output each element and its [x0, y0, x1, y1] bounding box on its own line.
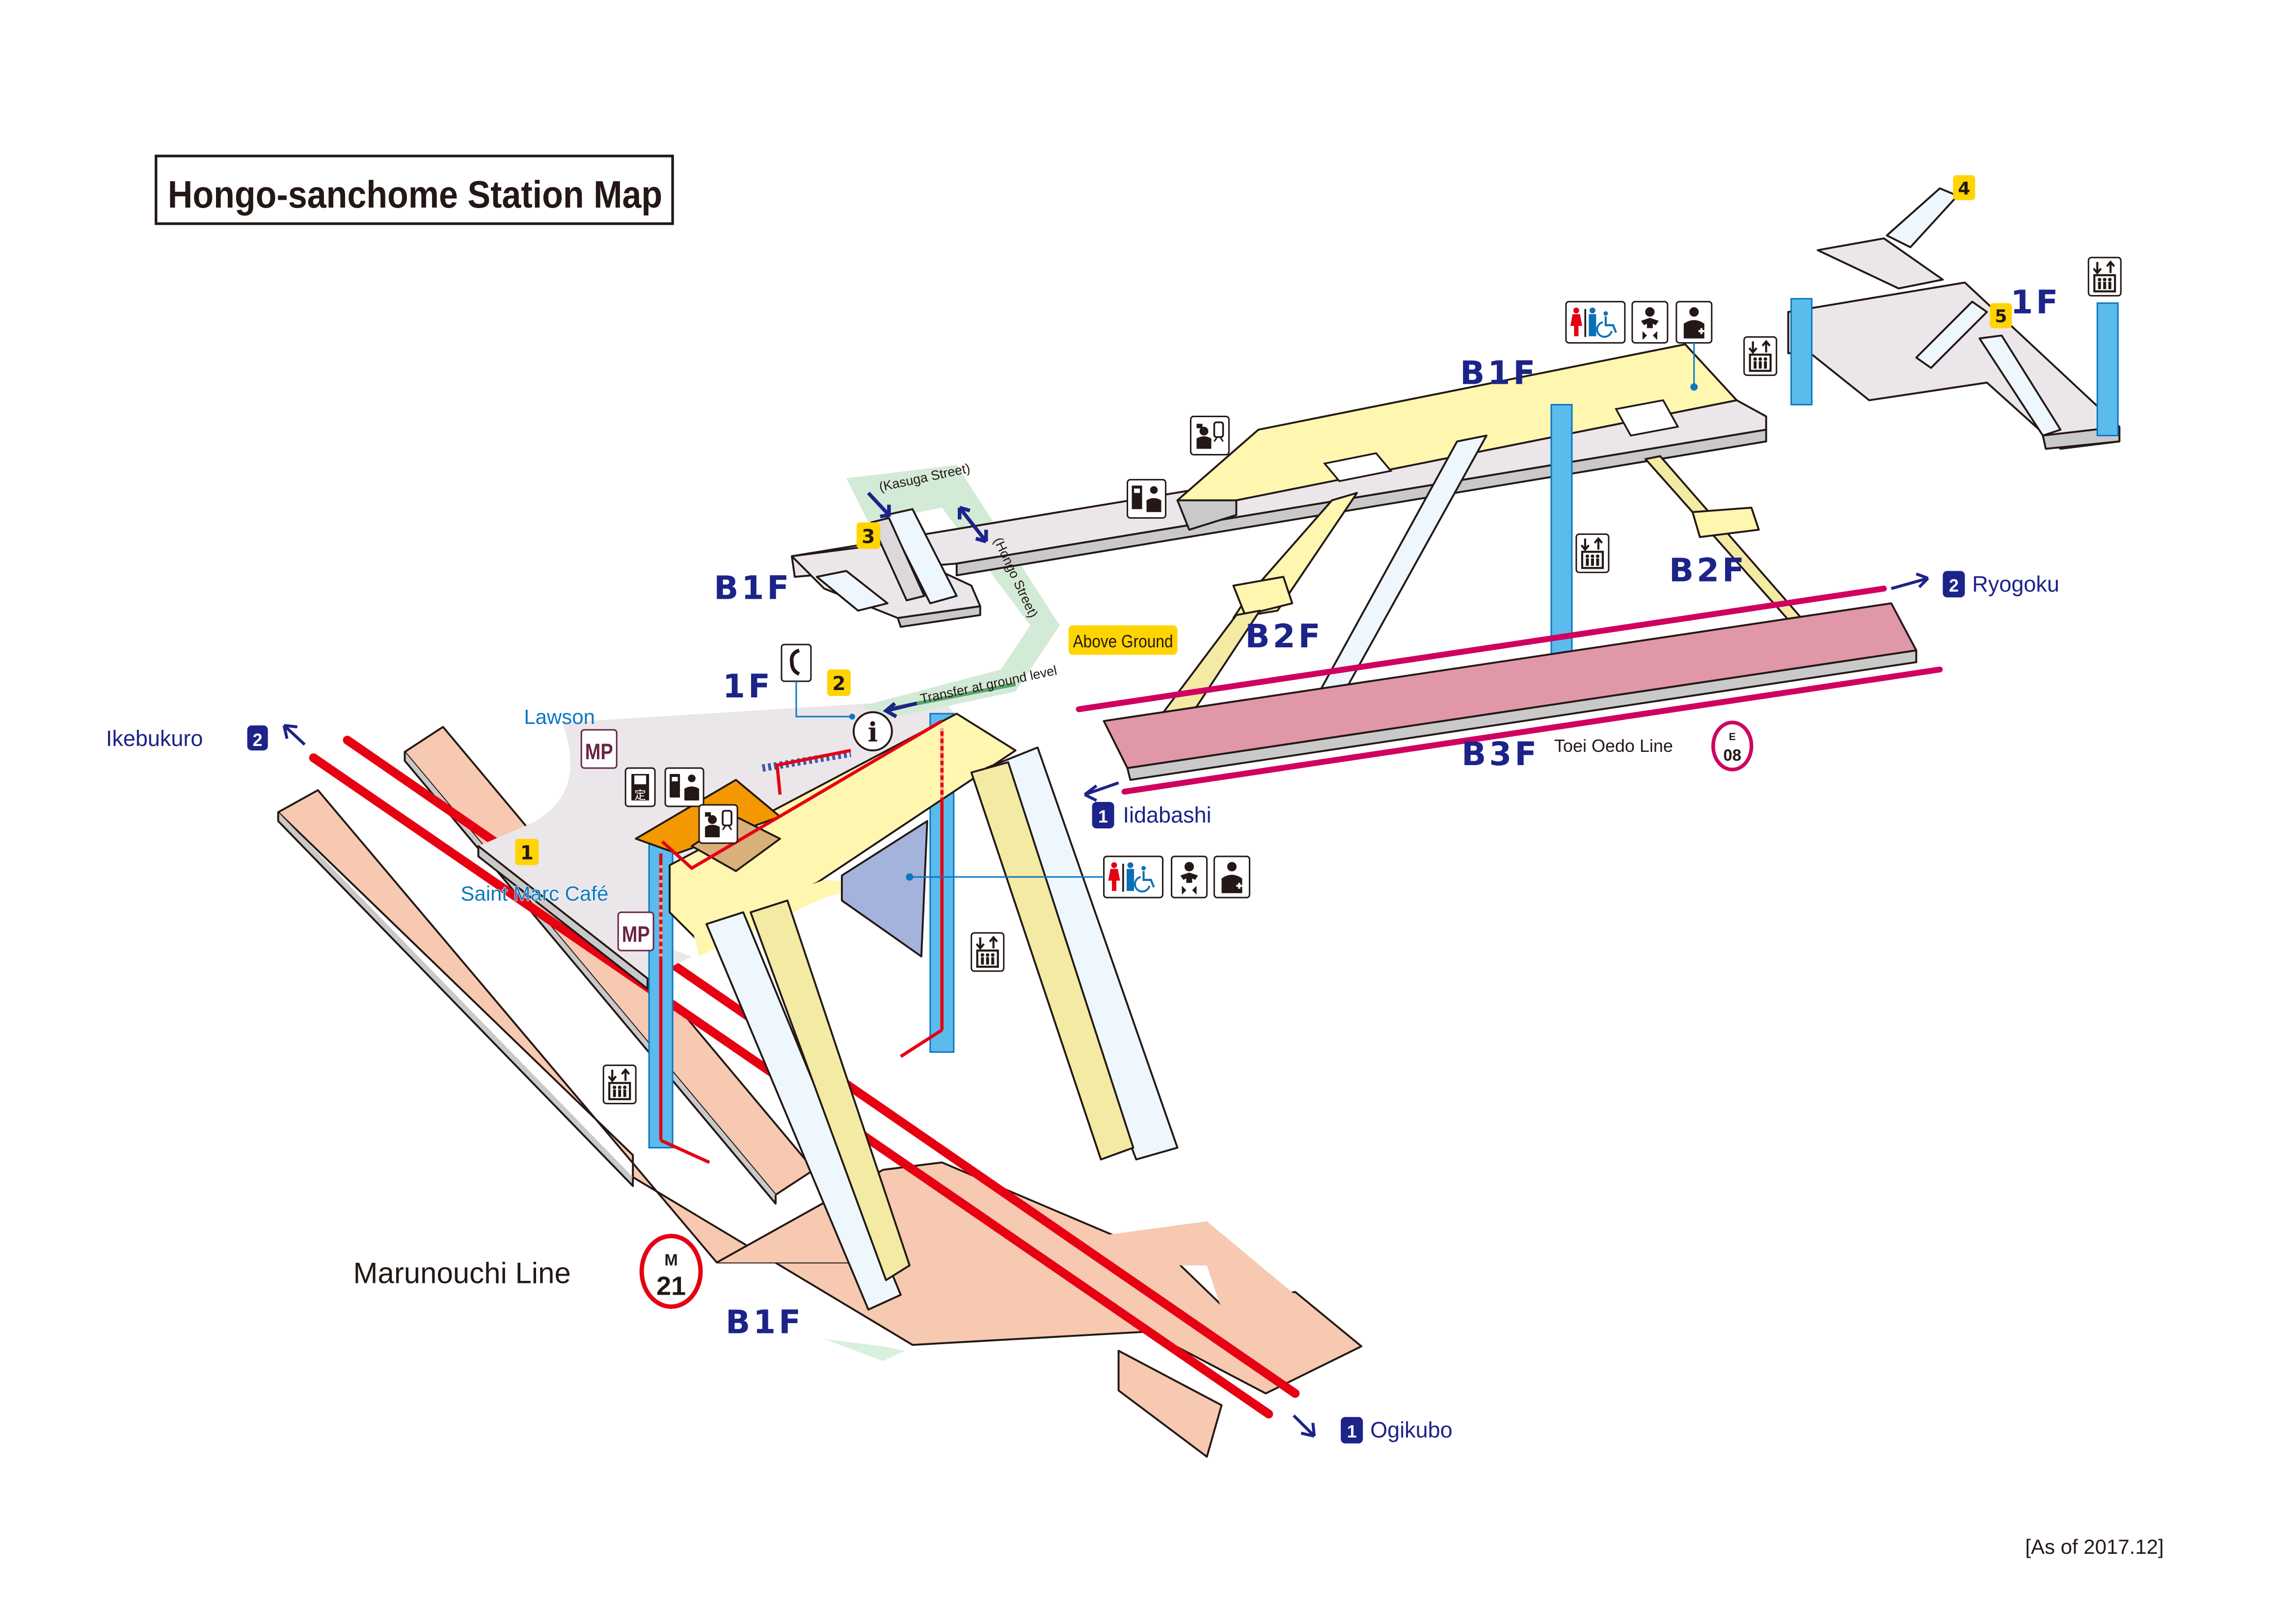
floor-label-b3f: B3F [1461, 735, 1540, 773]
page-title: Hongo-sanchome Station Map [168, 173, 662, 216]
baby-changing-icon-lower [1170, 855, 1208, 899]
direction-ikebukuro[interactable]: Ikebukuro 2 [106, 724, 306, 751]
fare-adjustment-icon-upper [1127, 479, 1166, 519]
exit-badge-2[interactable]: 2 [827, 669, 851, 696]
above-ground-badge: Above Ground [1068, 625, 1178, 655]
svg-text:08: 08 [1723, 746, 1741, 764]
above-ground-path [846, 465, 1060, 718]
svg-text:Iidabashi: Iidabashi [1123, 802, 1212, 827]
svg-text:定: 定 [634, 788, 646, 802]
shop-lawson-mp-badge: MP [580, 729, 618, 769]
first-aid-room-icon [1676, 302, 1712, 343]
oedo-concourse [1176, 343, 1738, 531]
shop-saint-marc-label[interactable]: Saint Marc Café [460, 881, 609, 905]
floor-label-b1f-top: B1F [1460, 354, 1538, 392]
svg-text:1: 1 [1347, 1421, 1357, 1441]
svg-text:Ryogoku: Ryogoku [1972, 571, 2059, 596]
exit-badge-1[interactable]: 1 [515, 838, 539, 865]
oedo-platform [1076, 585, 1943, 795]
station-office-icon-upper [1189, 415, 1230, 456]
arrow-up-left-icon [282, 724, 306, 746]
svg-text:1: 1 [1098, 806, 1108, 826]
svg-text:Toei Oedo Line: Toei Oedo Line [1554, 736, 1673, 756]
elevator-icon-b2f [1576, 534, 1609, 572]
exit-badge-3[interactable]: 3 [856, 522, 880, 549]
elevator-icon-top [1744, 337, 1777, 375]
floor-label-b2f-left: B2F [1245, 617, 1323, 655]
svg-text:5: 5 [1995, 307, 2007, 327]
as-of-date: [As of 2017.12] [2025, 1535, 2163, 1558]
toilet-icon [1566, 302, 1625, 343]
elevator-icon-left [603, 1065, 636, 1104]
exit-badge-4[interactable]: 4 [1953, 175, 1975, 200]
b2f-stairs [1156, 434, 1822, 737]
floor-label-1f-left: 1F [723, 667, 773, 705]
svg-text:2: 2 [1949, 575, 1959, 595]
floor-label-1f-right: 1F [2010, 284, 2061, 321]
kasuga-arrow-icon [867, 491, 891, 519]
hongo-arrow-icon [957, 506, 988, 543]
svg-text:2: 2 [832, 673, 845, 695]
svg-text:Ogikubo: Ogikubo [1370, 1417, 1453, 1442]
svg-text:M: M [664, 1251, 677, 1269]
marunouchi-concourse [635, 713, 1017, 1164]
toilet-icon-lower [1104, 856, 1163, 898]
svg-text:Ikebukuro: Ikebukuro [106, 726, 203, 751]
svg-text:E: E [1729, 731, 1736, 743]
station-office-icon [698, 804, 738, 844]
exit-4-5-area [1787, 187, 2121, 450]
oedo-line-label: Toei Oedo Line E 08 [1554, 720, 1754, 772]
shop-saint-marc-mp-badge: MP [617, 911, 654, 952]
svg-text:21: 21 [656, 1271, 686, 1301]
direction-ryogoku[interactable]: 2 Ryogoku [1891, 571, 2059, 598]
direction-ogikubo[interactable]: 1 Ogikubo [1293, 1414, 1453, 1444]
commuter-pass-icon: 定 [624, 767, 656, 807]
fare-adjustment-icon [664, 767, 704, 807]
direction-iidabashi[interactable]: 1 Iidabashi [1083, 781, 1212, 828]
svg-text:1: 1 [520, 842, 534, 864]
exit-3-escalator [815, 508, 958, 612]
svg-text:i: i [868, 717, 878, 748]
floor-label-b2f-right: B2F [1669, 551, 1747, 589]
telephone-icon [781, 643, 812, 682]
arrow-down-right-icon [1293, 1414, 1316, 1438]
platform-escalators [705, 746, 1179, 1311]
svg-text:Above Ground: Above Ground [1073, 631, 1173, 651]
transfer-label: Transfer at ground level [919, 663, 1058, 706]
svg-text:4: 4 [1958, 179, 1970, 199]
svg-text:3: 3 [862, 526, 875, 548]
transfer-arrow-icon [883, 701, 918, 718]
information-icon: i [852, 711, 893, 752]
shop-lawson-label[interactable]: Lawson [524, 705, 595, 728]
baby-changing-icon [1631, 301, 1669, 344]
marunouchi-line-label: Marunouchi Line M 21 [353, 1233, 703, 1309]
exit-badge-5[interactable]: 5 [1990, 303, 2012, 328]
svg-text:MP: MP [622, 922, 650, 947]
floor-label-b1f-left: B1F [714, 569, 792, 607]
arrow-left-icon [1083, 781, 1119, 802]
elevator-icon-center [972, 933, 1004, 971]
elevator-icon-top-right [2088, 258, 2121, 296]
svg-text:2: 2 [253, 730, 263, 750]
first-aid-room-icon-lower [1214, 856, 1249, 898]
svg-text:Marunouchi Line: Marunouchi Line [353, 1256, 571, 1289]
arrow-right-icon [1891, 572, 1929, 590]
floor-label-b1f-bottom: B1F [726, 1303, 804, 1341]
svg-text:MP: MP [585, 739, 613, 764]
